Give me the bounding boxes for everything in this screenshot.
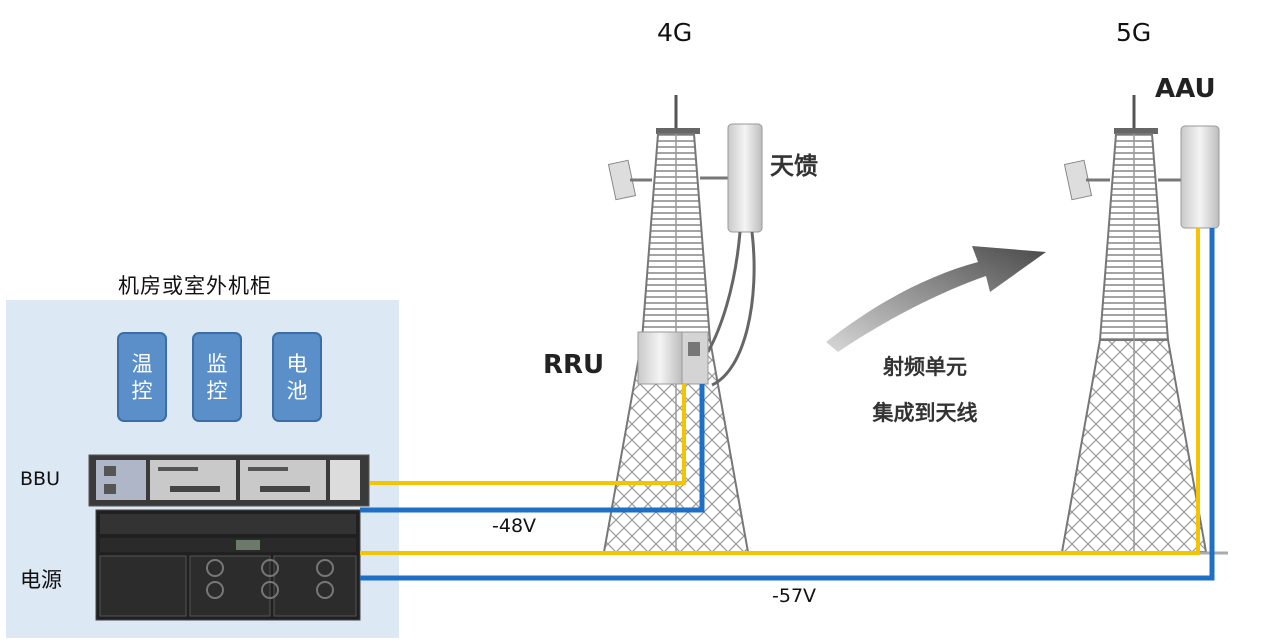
box-temperature-control: 温控 <box>117 332 167 422</box>
cabinet-title: 机房或室外机柜 <box>118 274 272 298</box>
power-label: 电源 <box>20 568 62 592</box>
bbu-label: BBU <box>20 468 60 490</box>
integration-caption-line2: 集成到天线 <box>872 401 978 425</box>
box-label: 监控 <box>206 352 228 403</box>
antenna-4g <box>727 123 763 233</box>
voltage-48v-label: -48V <box>492 515 537 537</box>
voltage-57v-label: -57V <box>772 585 817 607</box>
power-cable-57v <box>360 228 1215 581</box>
integration-caption-line1: 射频单元 <box>883 355 967 379</box>
rru-4g <box>637 331 709 385</box>
rru-label: RRU <box>543 350 605 380</box>
integration-caption: 射频单元 集成到天线 <box>830 344 1020 436</box>
fiber-cable-to-aau <box>360 228 1200 555</box>
antenna-feeder-label: 天馈 <box>770 152 818 180</box>
power-unit <box>95 509 361 621</box>
tower-5g-title: 5G <box>1116 18 1152 47</box>
tower-4g-title: 4G <box>657 18 693 47</box>
box-label: 温控 <box>131 352 153 403</box>
box-label: 电池 <box>286 352 308 403</box>
tower-5g <box>1048 95 1228 555</box>
integration-arrow <box>826 246 1046 352</box>
aau-label: AAU <box>1155 74 1216 104</box>
box-battery: 电池 <box>272 332 322 422</box>
tower-4g <box>590 95 770 555</box>
bbu-unit <box>88 454 370 507</box>
aau-5g <box>1180 125 1220 229</box>
box-monitoring: 监控 <box>192 332 242 422</box>
fiber-cable-bbu-rru <box>370 384 686 485</box>
power-cable-48v <box>360 384 705 513</box>
